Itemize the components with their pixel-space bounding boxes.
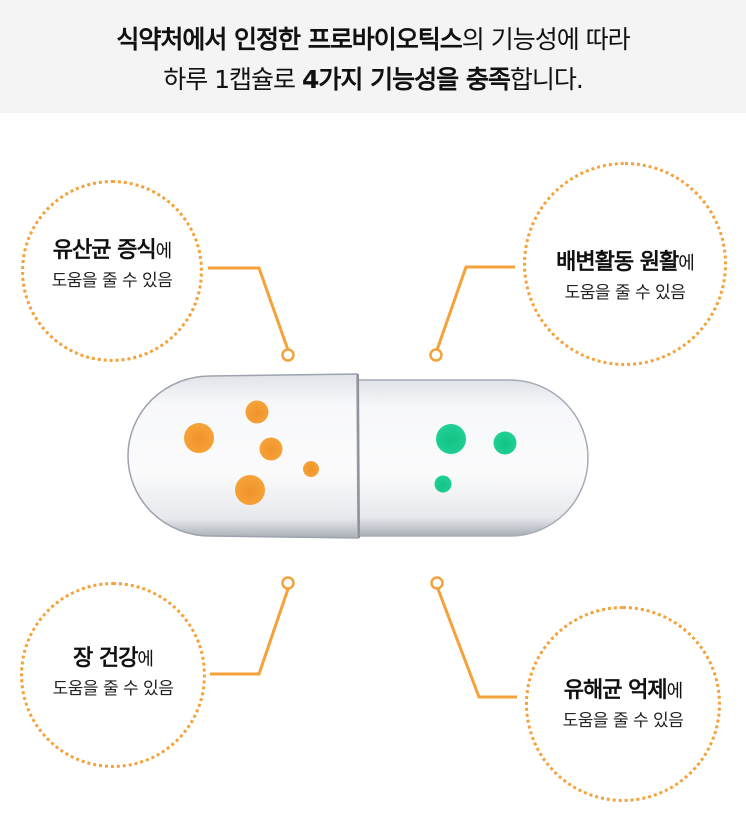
- function-label-3: 장 건강에 도움을 줄 수 있음: [20, 640, 206, 699]
- connector-top-left: [208, 266, 295, 362]
- function-title: 배변활동 원활에: [556, 250, 695, 275]
- header-line-2-suffix: 합니다.: [509, 65, 584, 94]
- function-title: 장 건강에: [73, 646, 154, 671]
- function-subtitle: 도움을 줄 수 있음: [562, 711, 684, 731]
- header-line-1-normal: 의 기능성에 따라: [461, 25, 631, 54]
- connector-bottom-right: [430, 576, 517, 699]
- function-title: 유산균 증식에: [52, 238, 172, 263]
- header-line-2-bold: 4가지 기능성을 충족: [302, 65, 511, 94]
- connector-top-right: [429, 265, 515, 362]
- function-subtitle: 도움을 줄 수 있음: [51, 271, 173, 291]
- probiotic-dots-orange: [184, 400, 319, 505]
- function-circle-lactobacillus-growth: [21, 180, 203, 362]
- header-line-1: 식약처에서 인정한 프로바이오틱스의 기능성에 따라: [0, 20, 746, 56]
- function-subtitle: 도움을 줄 수 있음: [564, 283, 686, 303]
- function-circle-harmful-bacteria-suppression: [525, 606, 721, 802]
- function-label-2: 배변활동 원활에 도움을 줄 수 있음: [523, 244, 727, 303]
- header-line-1-bold: 식약처에서 인정한 프로바이오틱스: [116, 25, 462, 54]
- capsule-icon: [127, 373, 589, 539]
- function-circle-gut-health: [20, 582, 206, 768]
- function-label-4: 유해균 억제에 도움을 줄 수 있음: [525, 672, 721, 731]
- function-subtitle: 도움을 줄 수 있음: [52, 679, 174, 699]
- capsule-left-half: [127, 373, 359, 539]
- header-line-2-prefix: 하루 1캡슐로: [163, 65, 303, 94]
- header-banner: 식약처에서 인정한 프로바이오틱스의 기능성에 따라 하루 1캡슐로 4가지 기…: [0, 0, 746, 113]
- capsule-right-half: [357, 379, 589, 537]
- function-title: 유해균 억제에: [563, 678, 683, 703]
- connector-bottom-left: [210, 576, 295, 676]
- header-line-2: 하루 1캡슐로 4가지 기능성을 충족합니다.: [0, 60, 746, 96]
- probiotic-dots-green: [434, 424, 517, 493]
- function-circle-bowel-movement: [523, 162, 727, 366]
- function-label-1: 유산균 증식에 도움을 줄 수 있음: [21, 232, 203, 291]
